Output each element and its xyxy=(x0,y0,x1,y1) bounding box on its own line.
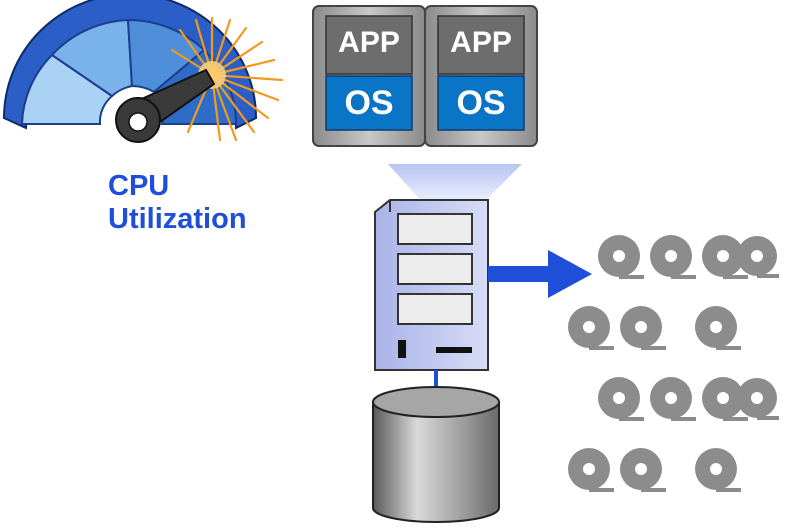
tape-row-3 xyxy=(598,377,779,421)
cpu-label-line2: Utilization xyxy=(108,203,247,235)
tape-reel-icon xyxy=(598,235,644,279)
os-label: OS xyxy=(344,84,393,122)
tape-reels xyxy=(568,235,779,492)
gauge-segment-2 xyxy=(50,18,134,98)
tape-row-4 xyxy=(568,448,741,492)
power-button xyxy=(398,340,406,358)
os-label: OS xyxy=(456,84,505,122)
vm-stack: APP OS APP OS xyxy=(312,5,538,147)
tape-reel-icon xyxy=(650,235,696,279)
database-cylinder-icon xyxy=(372,386,500,523)
tape-reel-icon xyxy=(620,448,666,492)
tape-reel-icon xyxy=(568,448,614,492)
tape-reel-icon xyxy=(568,306,614,350)
drive-bay xyxy=(397,253,473,285)
vm-box-2: APP OS xyxy=(424,5,538,147)
drive-bay xyxy=(397,293,473,325)
tape-reel-icon xyxy=(598,377,644,421)
cpu-utilization-label: CPU Utilization xyxy=(108,170,247,236)
projection-beam xyxy=(388,164,522,202)
tape-reel-icon xyxy=(695,306,741,350)
app-layer xyxy=(325,15,413,75)
tape-row-1 xyxy=(598,235,779,279)
tape-reel-icon xyxy=(620,306,666,350)
tape-reel-icon xyxy=(695,448,741,492)
os-layer xyxy=(437,75,525,131)
server-tower-icon xyxy=(374,199,489,371)
vm-box-1: APP OS xyxy=(312,5,426,147)
tape-reel-icon xyxy=(702,377,748,421)
app-layer xyxy=(437,15,525,75)
tape-row-2 xyxy=(568,306,741,350)
speedometer-gauge-icon xyxy=(2,0,284,143)
os-layer xyxy=(325,75,413,131)
arrow-right-icon xyxy=(488,250,592,298)
indicator-slot xyxy=(436,347,472,353)
tape-reel-icon xyxy=(702,235,748,279)
tape-reel-icon xyxy=(737,378,779,420)
tape-reel-icon xyxy=(650,377,696,421)
app-label: APP xyxy=(338,26,400,59)
tape-reel-icon xyxy=(737,236,779,278)
app-label: APP xyxy=(450,26,512,59)
drive-bay xyxy=(397,213,473,245)
cpu-label-line1: CPU xyxy=(108,170,170,202)
gauge-hub-pin xyxy=(128,112,148,132)
